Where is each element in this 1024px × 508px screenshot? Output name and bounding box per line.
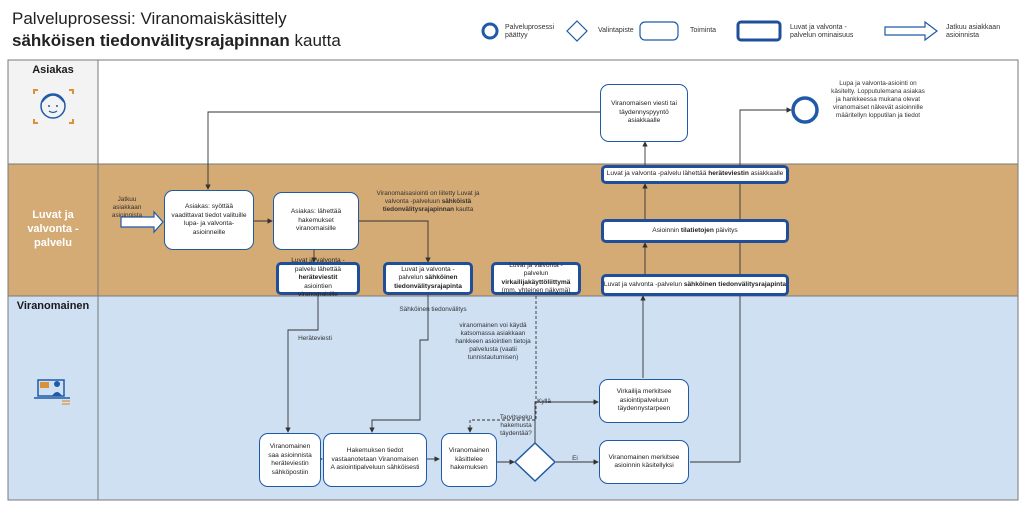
- customer-send-box: Asiakas: lähettää hakemukset viranomaisi…: [273, 192, 359, 250]
- status-prefix: Asioinnin: [652, 226, 681, 234]
- authority-receive-box: Viranomainen saa asioinnista heräteviest…: [259, 433, 321, 487]
- linked-suffix: kautta: [454, 206, 474, 213]
- worker-computer-icon: [34, 379, 70, 405]
- api-prefix: Luvat ja valvonta -palvelun: [603, 280, 684, 288]
- no-label: Ei: [572, 455, 578, 462]
- customer-notify-box: Luvat ja valvonta -palvelu lähettää herä…: [601, 165, 789, 184]
- legend-capability: Luvat ja valvonta -palvelun ominaisuus: [790, 24, 854, 39]
- notify-bold: heräteviestit: [298, 274, 338, 282]
- authority-message-box: Viranomaisen viesti tai täydennyspyyntö …: [600, 84, 688, 142]
- notify-authorities-box: Luvat ja valvonta -palvelu lähettää herä…: [276, 257, 360, 298]
- herate-note: Heräteviesti: [298, 335, 332, 342]
- legend-continues: Jatkuu asiakkaan asioinnista: [946, 24, 1001, 39]
- authority-transfer-box: Hakemuksen tiedot vastaanotetaan Viranom…: [323, 433, 427, 487]
- linked-note: Viranomaisasiointi on liitetty Luvat ja …: [373, 190, 483, 214]
- end-note: Lupa ja valvonta-asiointi on käsitelty. …: [831, 80, 925, 119]
- page-title: Palveluprosessi: Viranomaiskäsittely säh…: [12, 8, 341, 52]
- status-bold: tilatietojen: [680, 226, 714, 234]
- lane-service-label: Luvat ja valvonta - palvelu: [27, 209, 79, 249]
- sahkoinen-note: Sähköinen tiedonvälitys: [399, 306, 467, 313]
- yes-label: Kyllä: [537, 398, 551, 405]
- notify-prefix: Luvat ja valvonta -palvelu lähettää: [291, 257, 345, 273]
- authority-process-box: Viranomainen käsittelee hakemuksen: [441, 433, 497, 487]
- api-bold: sähköinen tiedonvälitysrajapinta: [683, 280, 787, 288]
- legend-end: Palveluprosessi päättyy: [505, 24, 555, 39]
- question-note: Tarvitseeko hakemusta täydentää?: [499, 414, 533, 437]
- authority-request-box: Virkailija merkitsee asiointipalveluun t…: [599, 379, 689, 423]
- linked-bold: sähköistä tiedonvälitysrajapinnan: [382, 198, 472, 213]
- title-line2: sähköisen tiedonvälitysrajapinnan kautta: [12, 30, 341, 52]
- legend-decision: Valintapiste: [598, 27, 634, 34]
- linked-text: Viranomaisasiointi on liitetty Luvat ja …: [376, 190, 480, 205]
- legend-action: Toiminta: [690, 27, 717, 34]
- customer-fill-box: Asiakas: syöttää vaadittavat tiedot vali…: [164, 190, 254, 250]
- portal-suffix: (mm. yhteinen näkymä): [501, 287, 571, 294]
- status-suffix: päivitys: [713, 226, 738, 234]
- title-rest: kautta: [289, 31, 341, 50]
- title-bold: sähköisen tiedonvälitysrajapinnan: [12, 31, 290, 50]
- portal-bold: virkailijakäyttöliittymä: [501, 278, 571, 286]
- cust-msg-bold: heräteviestin: [708, 170, 749, 178]
- view-note: viranomainen voi käydä katsomassa asiakk…: [455, 322, 531, 361]
- e-bold: sähköinen tiedonvälitysrajapinta: [394, 274, 462, 290]
- notify-suffix: asiointien viranomaisille: [298, 282, 338, 299]
- start-note: Jatkuu asiakkaan asioinnista: [111, 196, 143, 219]
- status-update-box: Asioinnin tilatietojen päivitys: [601, 219, 789, 243]
- portal-prefix: Luvat ja valvonta -palvelun: [509, 261, 563, 278]
- electronic-api-box: Luvat ja valvonta -palvelun sähköinen ti…: [383, 262, 473, 295]
- lane-customer-label: Asiakas: [32, 64, 74, 76]
- title-line1: Palveluprosessi: Viranomaiskäsittely: [12, 9, 287, 28]
- officer-portal-box: Luvat ja valvonta -palvelun virkailijakä…: [491, 262, 581, 295]
- cust-msg-suffix: asiakkaalle: [748, 170, 784, 178]
- person-icon: [33, 89, 74, 124]
- api-box: Luvat ja valvonta -palvelun sähköinen ti…: [601, 274, 789, 296]
- e-prefix: Luvat ja valvonta -palvelun: [398, 265, 455, 282]
- authority-done-box: Viranomainen merkitsee asioinnin käsitel…: [599, 440, 689, 484]
- cust-msg-prefix: Luvat ja valvonta -palvelu lähettää: [606, 170, 709, 178]
- lane-authority-label: Viranomainen: [16, 300, 90, 312]
